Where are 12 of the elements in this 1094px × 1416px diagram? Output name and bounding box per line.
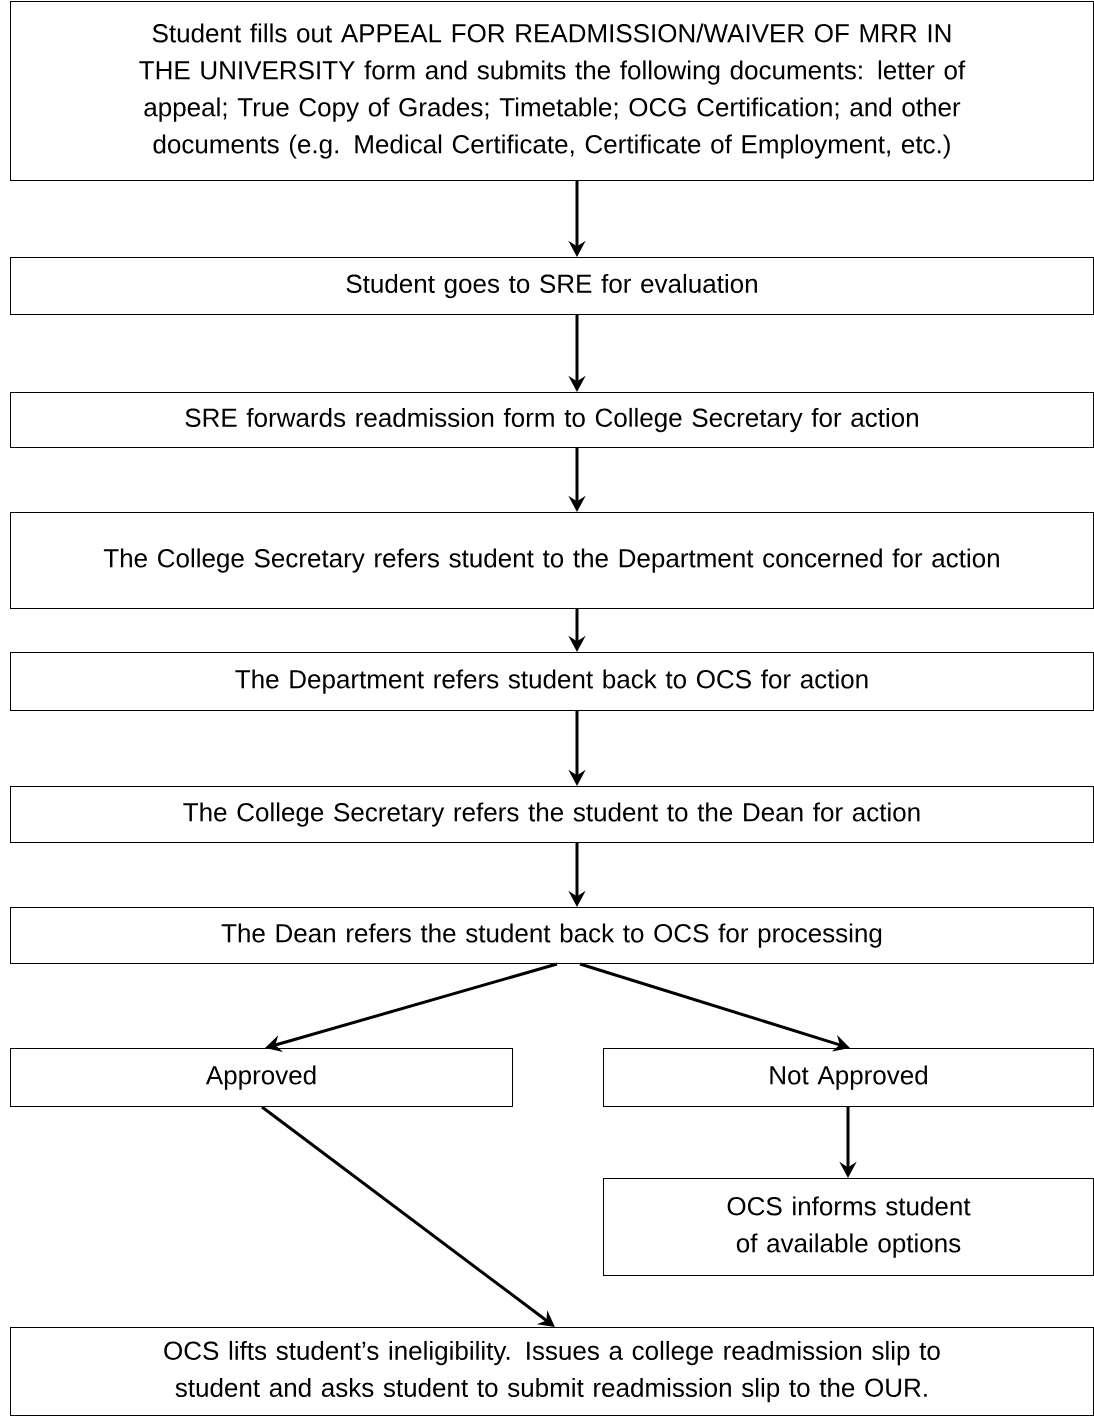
process-box: OCS informs student of available options	[603, 1178, 1094, 1276]
arrow	[261, 1105, 555, 1327]
process-box: Approved	[10, 1048, 513, 1107]
process-box: Student fills out APPEAL FOR READMISSION/WAIVER OF MRR IN THE UNIVERSITY form and submits the following documents: letter of appeal; True Copy of Grades; Timetable; OCG Certification; and other documents (e.g. Medical Certificate, Certificate of Employment, etc.)	[10, 1, 1094, 181]
process-box: Student goes to SRE for evaluation	[10, 257, 1094, 315]
process-box: The College Secretary refers the student to the Dean for action	[10, 786, 1094, 843]
process-box: SRE forwards readmission form to College Secretary for action	[10, 392, 1094, 448]
process-box: The Dean refers the student back to OCS for processing	[10, 907, 1094, 964]
process-box: The College Secretary refers student to the Department concerned for action	[10, 512, 1094, 609]
process-box: OCS lifts student’s ineligibility. Issues a college readmission slip to student and asks student to submit readmission slip to the OUR.	[10, 1327, 1094, 1416]
process-box: Not Approved	[603, 1048, 1094, 1107]
process-box: The Department refers student back to OCS for action	[10, 652, 1094, 711]
